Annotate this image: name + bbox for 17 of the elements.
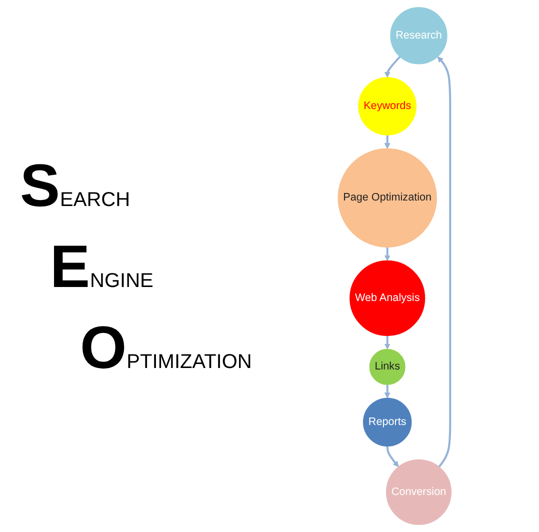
heading-word: OPTIMIZATION [80,312,252,382]
node-circle: Research [390,7,448,64]
node-circle: Web Analysis [349,260,425,336]
arrow [437,56,452,468]
node-circle: Reports [362,398,412,446]
node-circle: Keywords [358,77,416,136]
arrow [384,56,401,78]
arrow [386,446,399,468]
heading-word: ENGINE [50,232,154,300]
arrow [384,384,390,398]
node-circle: Conversion [386,459,452,525]
arrow [384,336,390,350]
node-circle: Page Optimization [338,148,437,248]
heading-word: SEARCH [20,150,130,220]
arrow [384,135,390,149]
node-circle: Links [369,348,406,385]
arrow [384,247,390,261]
